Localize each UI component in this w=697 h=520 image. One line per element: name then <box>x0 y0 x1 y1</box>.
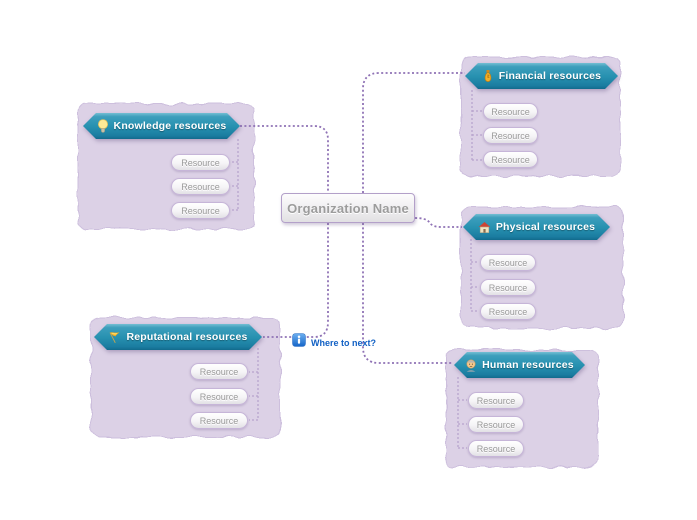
subtopic-resource[interactable]: Resource <box>171 178 230 195</box>
topic-label: Knowledge resources <box>113 120 227 132</box>
topic-label: Physical resources <box>495 221 596 233</box>
subtopic-label: Resource <box>199 415 239 426</box>
subtopic-resource[interactable]: Resource <box>480 254 536 271</box>
connector-center-reputational <box>263 223 329 338</box>
house-icon <box>478 221 491 234</box>
topic-knowledge-resources[interactable]: Knowledge resources <box>83 113 240 139</box>
subtopic-label: Resource <box>491 106 530 117</box>
topic-financial-resources[interactable]: Financial resources <box>465 63 618 89</box>
central-topic[interactable]: Organization Name <box>281 193 415 223</box>
subtopic-label: Resource <box>488 257 528 268</box>
subtopic-label: Resource <box>199 366 239 377</box>
topic-label: Reputational resources <box>126 331 248 343</box>
subtopic-label: Resource <box>181 205 220 216</box>
subtopic-resource[interactable]: Resource <box>483 127 538 144</box>
subtopic-connector-human <box>457 377 467 449</box>
subtopic-label: Resource <box>181 181 220 192</box>
subtopic-label: Resource <box>199 391 239 402</box>
subtopic-label: Resource <box>488 282 528 293</box>
central-topic-label: Organization Name <box>287 200 409 216</box>
person-icon <box>465 359 477 372</box>
subtopic-label: Resource <box>476 419 516 430</box>
connector-center-knowledge <box>240 125 329 193</box>
subtopic-label: Resource <box>488 306 528 317</box>
subtopic-label: Resource <box>491 154 530 165</box>
subtopic-resource[interactable]: Resource <box>468 440 524 457</box>
subtopic-resource[interactable]: Resource <box>171 154 230 171</box>
subtopic-label: Resource <box>181 157 220 168</box>
subtopic-resource[interactable]: Resource <box>480 303 536 320</box>
connector-center-human <box>362 223 453 364</box>
connector-center-physical <box>414 217 462 228</box>
subtopic-connector-reputational <box>249 348 259 421</box>
subtopic-resource[interactable]: Resource <box>480 279 536 296</box>
floating-topic-where-to-next[interactable]: Where to next? <box>292 333 376 352</box>
subtopic-resource[interactable]: Resource <box>171 202 230 219</box>
subtopic-label: Resource <box>476 443 516 454</box>
subtopic-connector-financial <box>471 90 482 161</box>
subtopic-resource[interactable]: Resource <box>190 412 248 429</box>
topic-physical-resources[interactable]: Physical resources <box>463 214 610 240</box>
lightbulb-icon <box>97 119 109 133</box>
subtopic-resource[interactable]: Resource <box>190 388 248 405</box>
topic-reputational-resources[interactable]: Reputational resources <box>94 324 262 350</box>
subtopic-label: Resource <box>476 395 516 406</box>
topic-label: Financial resources <box>498 70 602 82</box>
info-icon <box>292 333 306 352</box>
subtopic-resource[interactable]: Resource <box>483 151 538 168</box>
subtopic-connector-physical <box>470 239 479 312</box>
flag-icon <box>108 331 121 344</box>
subtopic-label: Resource <box>491 130 530 141</box>
topic-label: Human resources <box>482 359 574 371</box>
subtopic-resource[interactable]: Resource <box>483 103 538 120</box>
connector-center-financial <box>362 72 465 193</box>
money-bag-icon <box>482 69 494 83</box>
topic-human-resources[interactable]: Human resources <box>454 352 585 378</box>
human-region-blob <box>445 349 599 468</box>
note-label: Where to next? <box>311 337 377 348</box>
subtopic-resource[interactable]: Resource <box>468 416 524 433</box>
subtopic-resource[interactable]: Resource <box>468 392 524 409</box>
subtopic-resource[interactable]: Resource <box>190 363 248 380</box>
